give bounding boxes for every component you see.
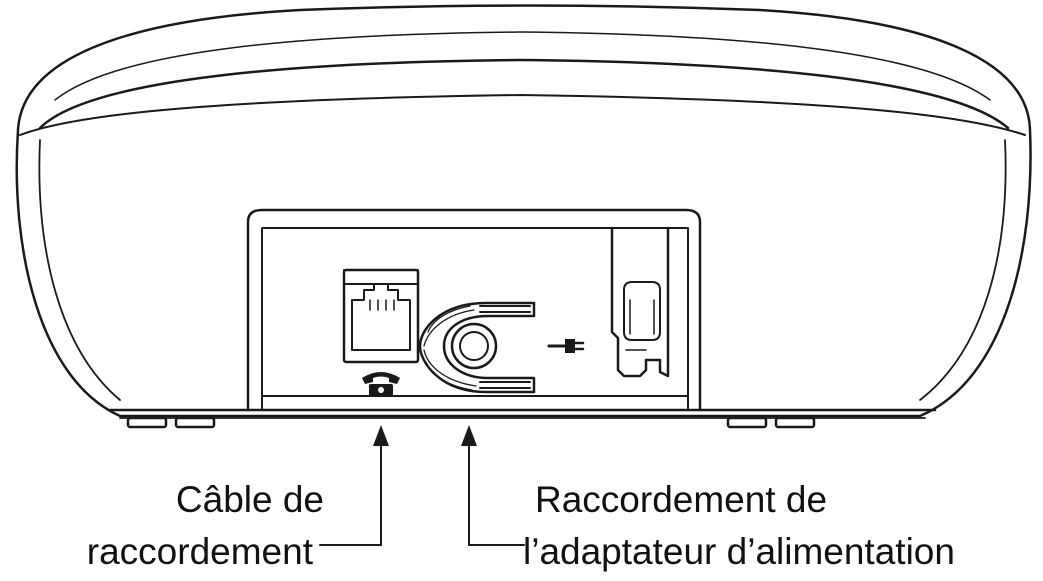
power-adapter-label-line2: l’adaptateur d’alimentation	[523, 531, 955, 572]
cable-clip-lines	[625, 299, 655, 351]
foot-left-2	[174, 416, 216, 429]
power-jack	[418, 301, 536, 394]
cable-clip-body	[610, 226, 670, 378]
device-body-contour	[19, 94, 1026, 136]
device-top-seam-inner	[54, 31, 991, 101]
power-jack-socket-inner	[459, 331, 489, 361]
cable-clip	[610, 226, 670, 378]
device-body-contour-lower-right	[919, 139, 1007, 401]
phone-jack-contacts	[369, 299, 395, 311]
cable-guide-slots	[479, 305, 531, 389]
callout-line-phone-cable	[319, 431, 382, 546]
telephone-icon	[362, 372, 400, 396]
connector-panel-outer	[246, 208, 702, 412]
cable-guide	[418, 301, 536, 394]
phone-cable-label-line1: Câble de	[175, 479, 324, 520]
phone-cable-label-line2: raccordement	[86, 531, 313, 572]
power-plug-icon	[547, 339, 585, 353]
callout-arrow-phone-cable	[373, 425, 389, 446]
phone-jack-opening	[351, 283, 411, 351]
foot-right-1	[726, 416, 768, 429]
device-housing-outline	[15, 4, 1032, 418]
device-body-contour-lower	[38, 139, 121, 401]
power-adapter-label-line1: Raccordement de	[535, 479, 828, 520]
device-top-seam	[38, 58, 1010, 130]
foot-left-1	[126, 416, 168, 429]
foot-right-2	[774, 416, 816, 429]
phone-jack	[342, 268, 420, 364]
callout-line-power-adapter	[468, 431, 525, 546]
callout-arrow-power-adapter	[461, 425, 477, 446]
cable-clip-slot	[623, 281, 661, 341]
power-jack-socket-outer	[450, 322, 498, 370]
phone-jack-frame	[343, 269, 419, 285]
connector-panel-inner	[261, 227, 689, 411]
cable-guide-hatching	[423, 305, 477, 391]
